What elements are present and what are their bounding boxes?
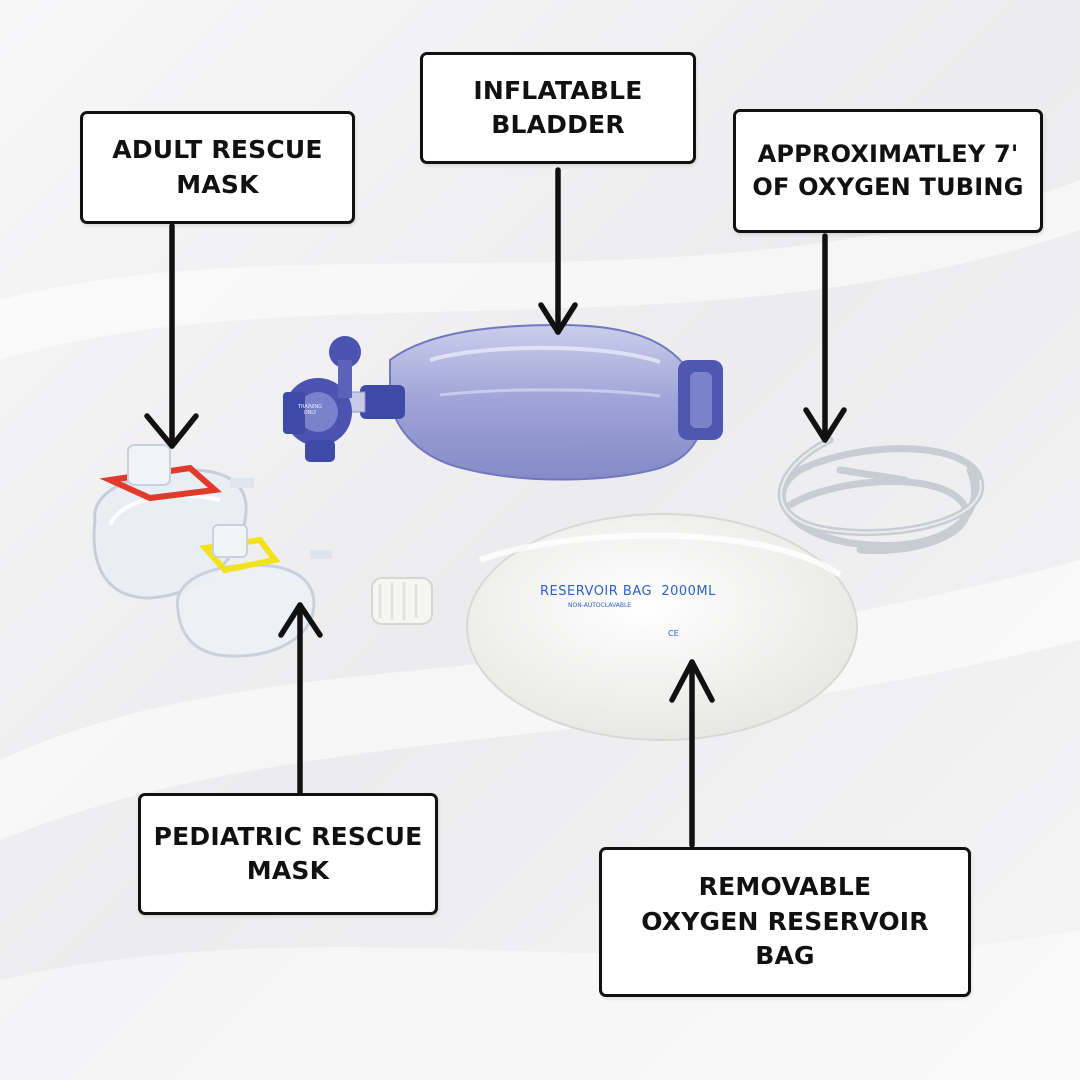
label-adult-rescue-mask: ADULT RESCUE MASK [80,111,355,224]
label-oxygen-tubing: APPROXIMATLEY 7' OF OXYGEN TUBING [733,109,1043,233]
resuscitator-bladder [283,323,723,481]
reservoir-bag [371,513,858,741]
reservoir-bag-subtext: NON-AUTOCLAVABLE [568,602,632,609]
reservoir-bag-text: RESERVOIR BAG 2000ML [540,584,716,599]
oxygen-tubing [777,436,985,555]
label-oxygen-reservoir-bag: REMOVABLE OXYGEN RESERVOIR BAG [599,847,971,997]
label-inflatable-bladder: INFLATABLE BLADDER [420,52,696,164]
valve-text: TRAINING ONLY [297,404,323,416]
adult-mask [92,444,254,600]
ce-mark: CE [668,629,679,638]
label-pediatric-rescue-mask: PEDIATRIC RESCUE MASK [138,793,438,915]
